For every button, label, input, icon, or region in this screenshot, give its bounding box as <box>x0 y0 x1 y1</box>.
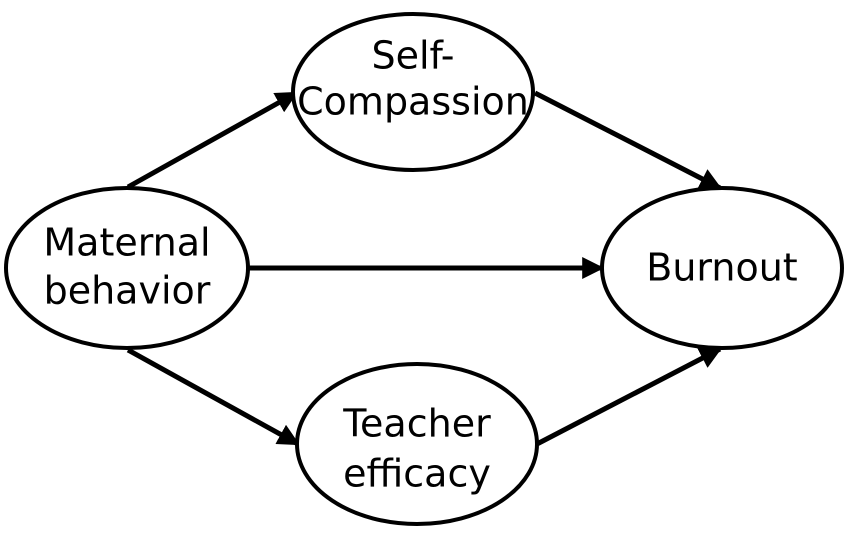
node-self-compassion-shape <box>291 12 535 172</box>
node-burnout-shape <box>600 186 844 350</box>
node-teacher-efficacy-shape <box>295 362 539 526</box>
arrow-teacher-efficacy-to-burnout <box>535 346 722 447</box>
node-teacher-efficacy-label-line2: efficacy <box>343 452 491 496</box>
edges <box>126 90 722 447</box>
node-maternal-behavior-label-line2: behavior <box>44 269 211 313</box>
node-self-compassion-label-line1: Self- <box>371 34 454 78</box>
arrow-maternal-to-teacher-efficacy <box>126 347 300 447</box>
node-teacher-efficacy: Teacher efficacy <box>295 362 539 526</box>
node-self-compassion-label-line2: Compassion <box>297 80 529 124</box>
node-maternal-behavior-shape <box>4 186 250 350</box>
arrow-maternal-to-self-compassion <box>126 90 298 190</box>
node-maternal-behavior-label-line1: Maternal <box>43 221 210 265</box>
node-maternal-behavior: Maternal behavior <box>4 186 250 350</box>
node-burnout: Burnout <box>600 186 844 350</box>
node-self-compassion: Self- Compassion <box>291 12 535 172</box>
arrow-self-compassion-to-burnout <box>533 90 722 191</box>
node-burnout-label: Burnout <box>646 246 797 290</box>
node-teacher-efficacy-label-line1: Teacher <box>342 402 491 446</box>
